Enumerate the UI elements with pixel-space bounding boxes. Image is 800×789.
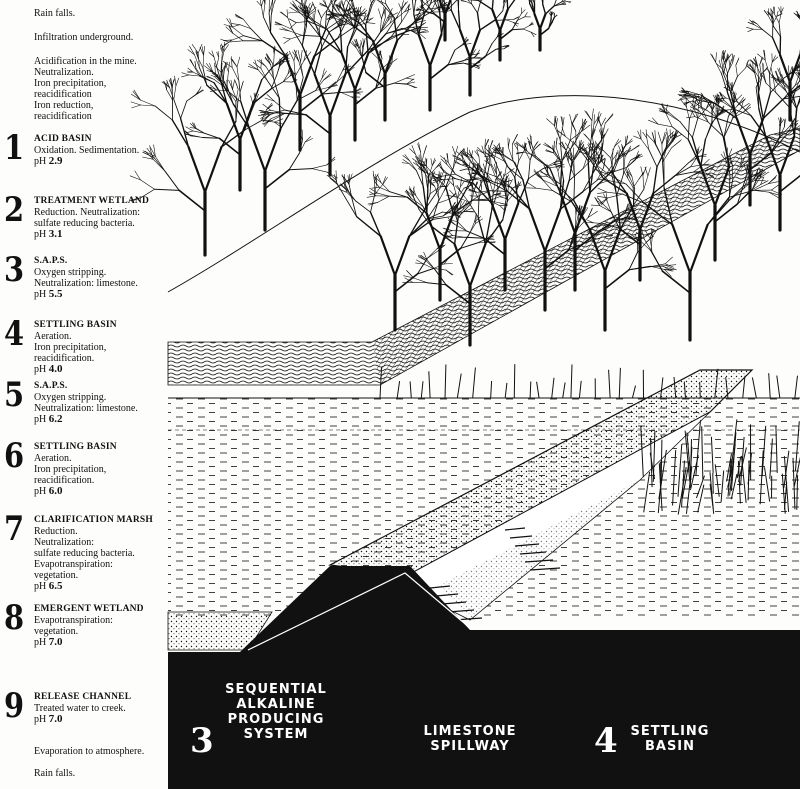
reed bbox=[429, 371, 430, 398]
step-number: 4 bbox=[4, 316, 24, 352]
reed bbox=[457, 374, 461, 398]
step-number: 8 bbox=[4, 600, 24, 636]
reed bbox=[619, 368, 620, 398]
reed bbox=[552, 378, 554, 398]
reed bbox=[571, 365, 572, 398]
ph-label: pH bbox=[34, 714, 46, 725]
step-number: 6 bbox=[4, 438, 24, 474]
note-infiltration: Infiltration underground. bbox=[34, 32, 133, 43]
note-rain-bottom: Rain falls. bbox=[34, 768, 75, 779]
settling-number: 4 bbox=[594, 724, 618, 758]
step-title: ACID BASIN bbox=[34, 134, 170, 145]
step-title: SETTLING BASIN bbox=[34, 320, 170, 331]
step-number: 9 bbox=[4, 688, 24, 724]
reed bbox=[410, 381, 411, 398]
ph-label: pH bbox=[34, 156, 46, 167]
step-description: Reduction. Neutralization: sulfate reduc… bbox=[34, 526, 170, 581]
reed bbox=[563, 382, 565, 398]
bare-tree bbox=[204, 50, 337, 230]
ph-value: 6.0 bbox=[49, 485, 63, 497]
saps-number: 3 bbox=[190, 724, 214, 758]
step-title: S.A.P.S. bbox=[34, 381, 170, 392]
ph-label: pH bbox=[34, 229, 46, 240]
reed bbox=[514, 364, 515, 398]
reed bbox=[769, 373, 771, 398]
reed bbox=[473, 368, 476, 398]
bare-tree bbox=[367, 143, 507, 301]
ph-label: pH bbox=[34, 364, 46, 375]
step-title: TREATMENT WETLAND bbox=[34, 196, 170, 207]
ph-value: 4.0 bbox=[49, 363, 63, 375]
reed bbox=[505, 383, 507, 398]
ph-label: pH bbox=[34, 637, 46, 648]
ph-label: pH bbox=[34, 486, 46, 497]
ph-value: 7.0 bbox=[49, 713, 63, 725]
step-title: CLARIFICATION MARSH bbox=[34, 515, 170, 526]
ph-value: 5.5 bbox=[49, 288, 63, 300]
reed bbox=[537, 382, 539, 398]
step-title: S.A.P.S. bbox=[34, 256, 170, 267]
saps-label: SEQUENTIAL ALKALINE PRODUCING SYSTEM bbox=[214, 682, 338, 742]
step-title: RELEASE CHANNEL bbox=[34, 692, 170, 703]
reed bbox=[491, 381, 492, 398]
reed bbox=[579, 381, 581, 398]
step-number: 3 bbox=[4, 252, 24, 288]
reed bbox=[609, 370, 611, 398]
ph-value: 6.2 bbox=[49, 413, 63, 425]
ph-value: 7.0 bbox=[49, 636, 63, 648]
step-number: 2 bbox=[4, 192, 24, 228]
step-description: Aeration. Iron precipitation, reacidific… bbox=[34, 453, 170, 486]
step-description: Oxygen stripping. Neutralization: limest… bbox=[34, 267, 170, 289]
reed bbox=[777, 376, 780, 398]
step-title: EMERGENT WETLAND bbox=[34, 604, 170, 615]
ph-value: 6.5 bbox=[49, 580, 63, 592]
ph-label: pH bbox=[34, 581, 46, 592]
legend-sidebar: Rain falls. Infiltration underground. Ac… bbox=[0, 0, 168, 789]
settling-label: SETTLING BASIN bbox=[620, 724, 720, 754]
note-mine: Acidification in the mine. Neutralizatio… bbox=[34, 56, 137, 122]
reed bbox=[700, 382, 701, 398]
step-description: Aeration. Iron precipitation, reacidific… bbox=[34, 331, 170, 364]
reed bbox=[445, 364, 446, 398]
reed bbox=[530, 381, 531, 398]
ph-value: 3.1 bbox=[49, 228, 63, 240]
ph-value: 2.9 bbox=[49, 155, 63, 167]
reed bbox=[795, 376, 798, 398]
note-rain-top: Rain falls. bbox=[34, 8, 75, 19]
ph-label: pH bbox=[34, 289, 46, 300]
step-number: 7 bbox=[4, 511, 24, 547]
step-description: Reduction. Neutralization: sulfate reduc… bbox=[34, 207, 170, 229]
step-title: SETTLING BASIN bbox=[34, 442, 170, 453]
step-number: 1 bbox=[4, 130, 24, 166]
spillway-label: LIMESTONE SPILLWAY bbox=[408, 724, 532, 754]
step-description: Evapotranspiration: vegetation. bbox=[34, 615, 170, 637]
step-description: Oxygen stripping. Neutralization: limest… bbox=[34, 392, 170, 414]
reed bbox=[421, 381, 423, 398]
step-number: 5 bbox=[4, 377, 24, 413]
reed bbox=[632, 386, 635, 398]
reed bbox=[397, 381, 399, 398]
ph-label: pH bbox=[34, 414, 46, 425]
reed bbox=[752, 377, 756, 398]
note-evaporation: Evaporation to atmosphere. bbox=[34, 746, 144, 757]
